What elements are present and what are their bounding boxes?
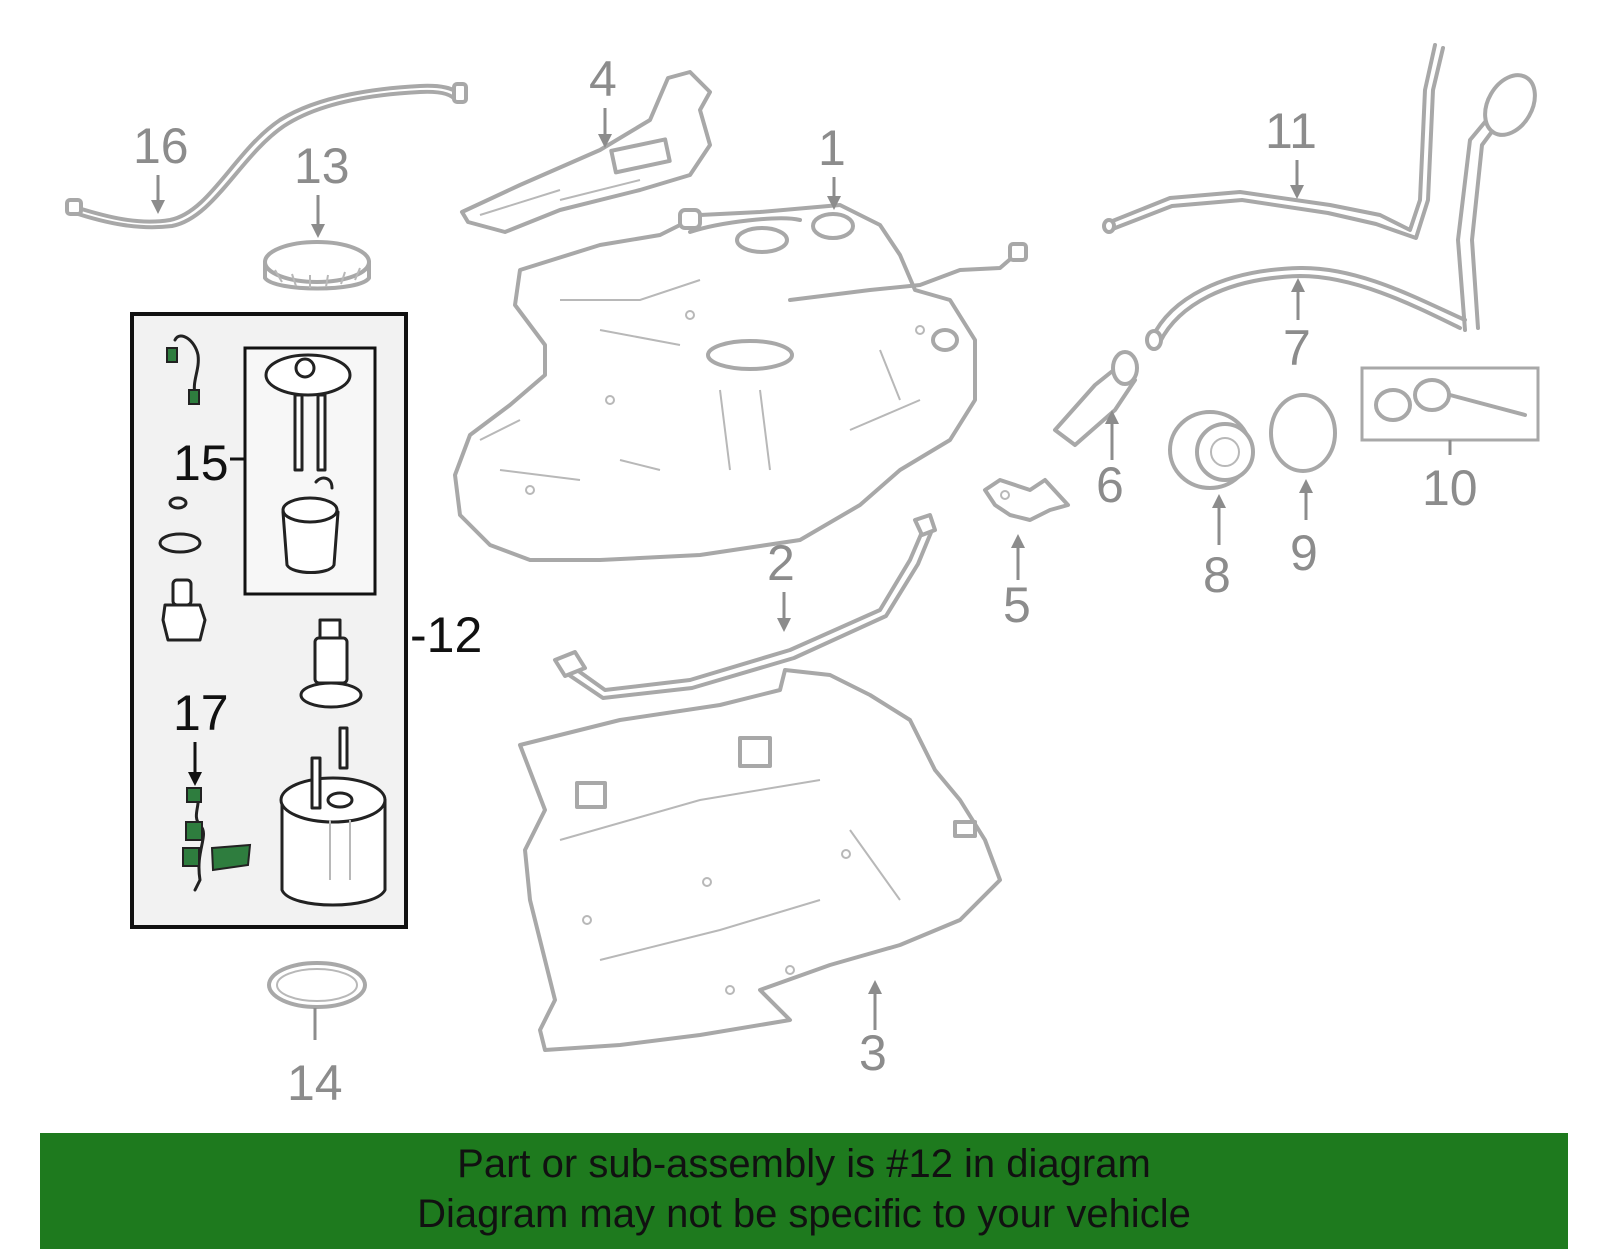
svg-text:8: 8 — [1203, 547, 1231, 603]
svg-text:13: 13 — [294, 138, 350, 194]
banner-line-2: Diagram may not be specific to your vehi… — [417, 1192, 1191, 1236]
svg-text:4: 4 — [589, 51, 617, 107]
svg-text:3: 3 — [859, 1025, 887, 1081]
callout-11: 11 — [1265, 103, 1317, 199]
callout-13: 13 — [294, 138, 350, 238]
callout-5: 5 — [1003, 534, 1031, 633]
part-14-seal-ring[interactable] — [267, 961, 367, 1009]
info-banner: Part or sub-assembly is #12 in diagram D… — [40, 1133, 1568, 1249]
sub-assembly-12-box[interactable] — [130, 312, 408, 929]
part-17-harness[interactable] — [182, 787, 252, 892]
callout-6: 6 — [1096, 410, 1124, 513]
part-5-bracket[interactable] — [983, 478, 1070, 522]
callout-17: 17 — [173, 685, 229, 786]
callout-2: 2 — [767, 535, 795, 632]
part-1-fuel-tank[interactable] — [453, 203, 1028, 562]
o-ring-small-icon — [168, 496, 188, 510]
callout-16: 16 — [133, 118, 189, 214]
part-11-breather-pipe[interactable] — [1102, 43, 1545, 332]
part-8-grommet[interactable] — [1168, 410, 1255, 490]
svg-text:-12: -12 — [410, 607, 482, 663]
part-10-cap-kit[interactable] — [1360, 366, 1540, 442]
callout-12: -12 — [410, 607, 482, 663]
svg-text:1: 1 — [818, 120, 846, 176]
svg-text:6: 6 — [1096, 457, 1124, 513]
part-6-inlet[interactable] — [1053, 350, 1139, 447]
callout-15: 15 — [173, 435, 245, 491]
part-16-hose[interactable] — [65, 82, 468, 230]
callout-3: 3 — [859, 980, 887, 1081]
fuel-pump-icon — [299, 618, 363, 709]
svg-text:9: 9 — [1290, 525, 1318, 581]
svg-text:11: 11 — [1265, 103, 1317, 159]
o-ring-large-icon — [158, 532, 202, 554]
callout-14: 14 — [287, 1008, 343, 1111]
svg-text:5: 5 — [1003, 577, 1031, 633]
svg-text:17: 17 — [173, 685, 229, 741]
pressure-regulator-icon — [161, 578, 207, 642]
banner-line-1: Part or sub-assembly is #12 in diagram — [457, 1142, 1151, 1186]
pump-housing-icon — [279, 726, 387, 907]
svg-text:15: 15 — [173, 435, 229, 491]
part-9-gasket[interactable] — [1269, 393, 1337, 473]
part-13-lock-ring[interactable] — [263, 240, 371, 291]
wire-harness-icon — [166, 334, 200, 405]
callout-1: 1 — [818, 120, 846, 210]
svg-text:10: 10 — [1422, 460, 1478, 516]
svg-text:14: 14 — [287, 1055, 343, 1111]
part-2-tank-strap[interactable] — [553, 513, 937, 700]
svg-text:16: 16 — [133, 118, 189, 174]
callout-9: 9 — [1290, 479, 1318, 581]
part-7-filler-hose[interactable] — [1145, 265, 1467, 351]
callout-7: 7 — [1283, 278, 1311, 376]
callout-4: 4 — [589, 51, 617, 148]
part-4-heat-shield[interactable] — [460, 70, 712, 234]
svg-text:2: 2 — [767, 535, 795, 591]
svg-text:7: 7 — [1283, 320, 1311, 376]
part-15-sender-gauge[interactable] — [264, 353, 352, 574]
callout-10: 10 — [1422, 440, 1478, 516]
part-3-under-cover[interactable] — [518, 668, 1002, 1052]
callout-8: 8 — [1203, 494, 1231, 603]
